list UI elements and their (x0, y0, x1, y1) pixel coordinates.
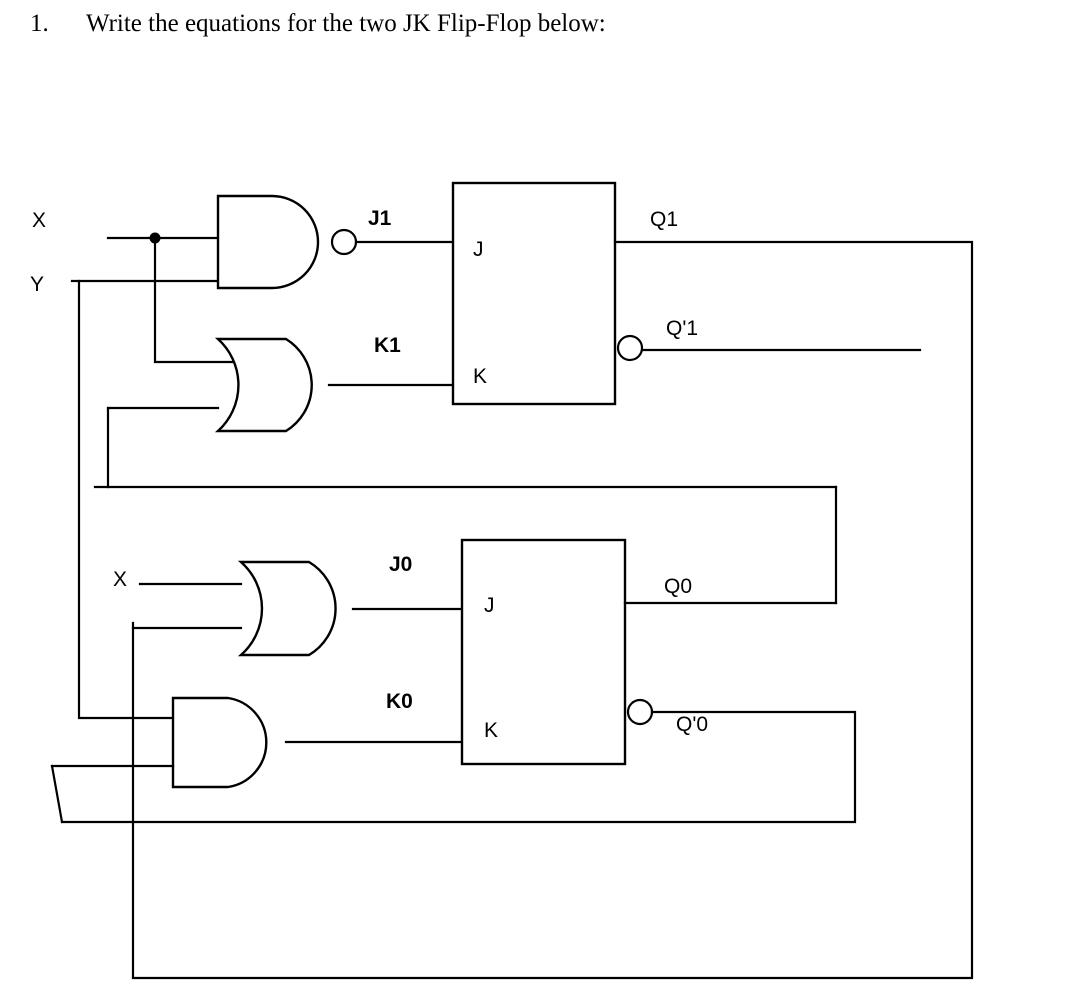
input-label-y-top: Y (30, 273, 44, 296)
flipflop-1-box (451, 181, 617, 406)
bubble-ff0-qbar (626, 698, 654, 726)
ff1-pin-j-label: J (473, 238, 484, 261)
flipflop-0-box (460, 538, 627, 766)
ff0-pin-k-label: K (484, 719, 498, 742)
question-prompt: 1. Write the equations for the two JK Fli… (30, 10, 1050, 38)
bubble-nand-j1 (330, 228, 358, 256)
signal-label-k0: K0 (386, 690, 413, 713)
wire-q1-feedback (131, 240, 974, 980)
wire-x-branch-to-or-k1 (153, 236, 243, 364)
signal-label-k1: K1 (374, 334, 401, 357)
wire-y-branch-to-and-k0 (77, 279, 175, 720)
gate-and-k0 (171, 696, 268, 789)
signal-label-j1: J1 (368, 207, 392, 230)
output-label-q1-bar: Q'1 (666, 317, 698, 340)
question-number: 1. (30, 10, 49, 37)
input-label-x-top: X (32, 209, 46, 232)
output-label-q0: Q0 (664, 575, 692, 598)
output-label-q1: Q1 (650, 208, 678, 231)
bubble-ff1-qbar (616, 334, 644, 362)
question-text: Write the equations for the two JK Flip-… (86, 10, 606, 37)
gate-nand-j1 (216, 194, 320, 290)
gate-or-k1 (214, 337, 313, 433)
wire-and-k0-lower-slant (50, 764, 64, 824)
signal-label-j0: J0 (389, 553, 412, 576)
ff1-pin-k-label: K (473, 365, 487, 388)
ff0-pin-j-label: J (484, 594, 495, 617)
input-label-x-bottom: X (113, 568, 127, 591)
wire-q0-bar-feedback (60, 710, 857, 824)
output-label-q0-bar: Q'0 (676, 713, 708, 736)
gate-or-j0 (237, 560, 337, 657)
